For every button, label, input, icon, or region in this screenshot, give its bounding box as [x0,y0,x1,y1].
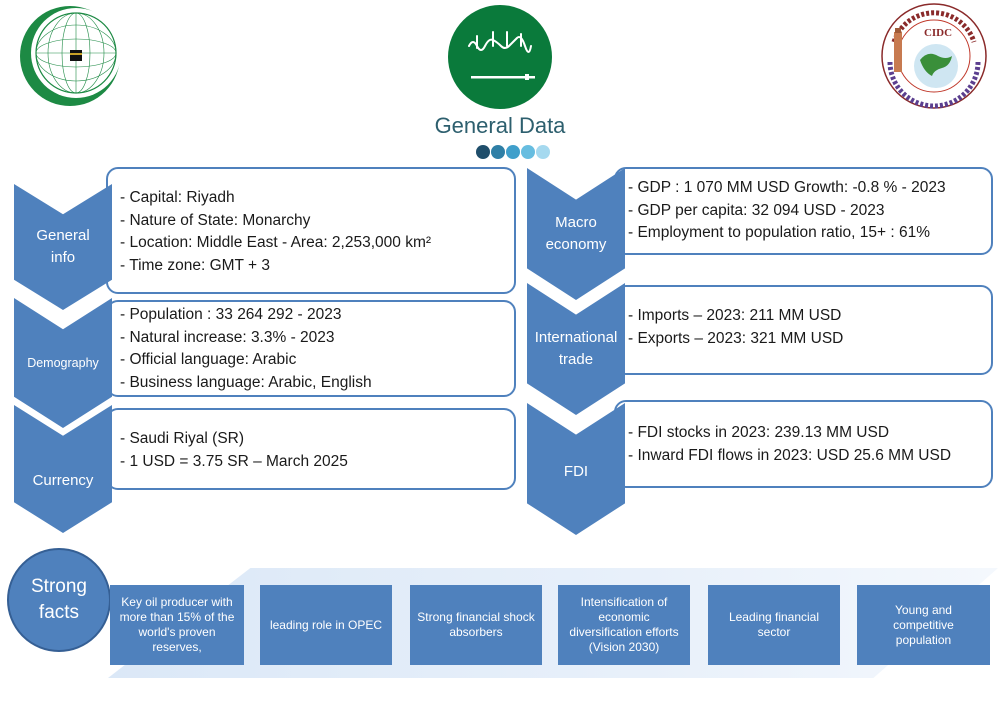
chevron-label: Demography [27,355,99,370]
strong-fact-card: Key oil producer with more than 15% of t… [110,585,244,665]
title-dot [536,145,550,159]
fdi-chevron: FDI [527,403,625,535]
strong-facts-title: facts [38,602,80,623]
cidc-label: CIDC [924,27,952,39]
strong-fact-card: Intensification of economic diversificat… [558,585,690,665]
demography-box: - Population : 33 264 292 - 2023 - Natur… [106,300,516,397]
strong-fact-text: leading role in OPEC [269,617,383,632]
strong-fact-card: leading role in OPEC [260,585,392,665]
info-line: - Inward FDI flows in 2023: USD 25.6 MM … [628,446,952,464]
info-line: - Saudi Riyal (SR) [120,430,245,447]
title-dot [476,145,490,159]
info-line: - GDP per capita: 32 094 USD - 2023 [628,201,885,219]
chevron-label: economy [545,236,607,253]
chevron-label: Currency [32,471,94,489]
info-line: - 1 USD = 3.75 SR – March 2025 [120,452,348,470]
info-line: - GDP : 1 070 MM USD Growth: -0.8 % - 20… [628,179,946,196]
strong-facts-circle: Strong facts [7,548,111,652]
chevron-label: International [534,328,618,346]
title-dot [491,145,505,159]
strong-fact-card: Leading financial sector [708,585,840,665]
chevron-label: info [50,249,76,266]
info-line: - Natural increase: 3.3% - 2023 [120,328,335,346]
oic-logo [20,6,121,106]
strong-fact-text: Strong financial shock absorbers [417,610,535,639]
fdi-box: - FDI stocks in 2023: 239.13 MM USD - In… [614,400,993,488]
strong-facts-band [108,568,998,678]
page-title: General Data [434,113,566,138]
title-dot [521,145,535,159]
info-line: - Capital: Riyadh [120,189,235,206]
info-line: - Population : 33 264 292 - 2023 [120,306,342,323]
info-line: - Official language: Arabic [120,351,297,368]
info-line: - Location: Middle East - Area: 2,253,00… [120,234,432,251]
macro-economy-chevron: Macro economy [527,168,625,300]
international-trade-chevron: International trade [527,283,625,415]
chevron-label: General [36,226,90,244]
general-info-box: - Capital: Riyadh - Nature of State: Mon… [106,167,516,294]
chevron-label: FDI [563,462,589,480]
chevron-label: trade [558,351,594,368]
info-line: - Business language: Arabic, English [120,373,372,391]
strong-facts-title: Strong [31,576,87,597]
info-line: - Nature of State: Monarchy [120,211,311,229]
strong-fact-text: Key oil producer with more than 15% of t… [119,595,235,654]
chevron-label: Macro [555,213,597,231]
strong-fact-text: Intensification of economic diversificat… [569,595,679,654]
saudi-flag [448,5,552,109]
international-trade-box: - Imports – 2023: 211 MM USD - Exports –… [614,285,993,375]
cidc-logo: CIDC [881,3,987,109]
strong-fact-card: Young and competitive population [857,585,990,665]
strong-fact-text: Young and competitive population [893,602,954,647]
strong-fact-text: Leading financial sector [728,610,820,639]
info-line: - Imports – 2023: 211 MM USD [628,307,842,324]
strong-fact-card: Strong financial shock absorbers [410,585,542,665]
demography-chevron: Demography [14,298,112,428]
general-info-chevron: General info [14,184,112,310]
info-line: - Employment to population ratio, 15+ : … [628,224,930,241]
macro-economy-box: - GDP : 1 070 MM USD Growth: -0.8 % - 20… [614,167,993,255]
info-line: - Time zone: GMT + 3 [120,256,271,274]
title-dot [506,145,520,159]
info-line: - FDI stocks in 2023: 239.13 MM USD [628,424,890,441]
currency-box: - Saudi Riyal (SR) - 1 USD = 3.75 SR – M… [106,408,516,490]
info-line: - Exports – 2023: 321 MM USD [628,329,844,347]
